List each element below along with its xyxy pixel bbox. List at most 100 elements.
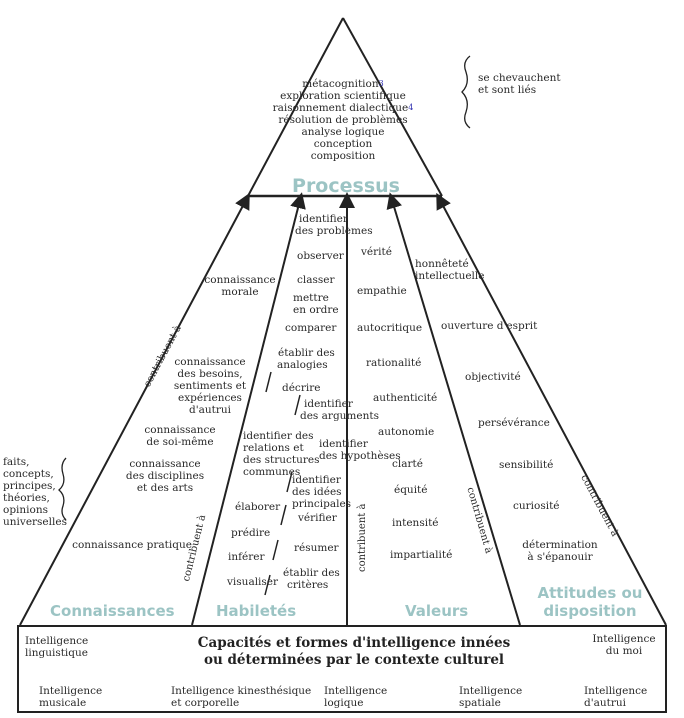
arrow-connaissances (19, 192, 250, 626)
attitude-item: à s'épanouir (527, 551, 593, 563)
skill-item: établir des (278, 347, 335, 359)
knowledge-item: connaissance (174, 356, 246, 368)
skill-item: identifier (304, 398, 353, 410)
side-list-item: universelles (3, 516, 67, 528)
bottom-title: Capacités et formes d'intelligence innée… (197, 635, 511, 668)
skill-item: observer (297, 250, 344, 262)
knowledge-item: sentiments et (173, 380, 247, 392)
brace-top (461, 55, 471, 129)
value-item: impartialité (390, 549, 453, 561)
skill-item: des structures (243, 454, 320, 466)
dash-mark (264, 574, 271, 596)
knowledge-item: expériences (178, 392, 242, 404)
arrow-right-edge (436, 192, 667, 626)
intelligence-label: linguistique (25, 647, 88, 659)
skill-item: des problèmes (295, 225, 373, 237)
intelligence-label: musicale (39, 697, 87, 709)
value-item: empathie (357, 285, 407, 297)
skill-item: décrire (282, 382, 321, 394)
attitude-item: intellectuelle (415, 270, 485, 282)
intelligence-label: et corporelle (171, 697, 240, 709)
side-note: se chevauchent (478, 72, 561, 84)
top-item: analyse logique (301, 126, 385, 138)
top-item: composition (310, 150, 376, 162)
dash-mark (272, 539, 279, 561)
side-list-item: faits, (3, 456, 30, 468)
skill-item: inférer (228, 551, 265, 563)
knowledge-item: morale (221, 286, 259, 298)
skill-item: établir des (283, 567, 340, 579)
knowledge-item: connaissance (129, 458, 201, 470)
skill-item: des arguments (300, 410, 379, 422)
attitude-item: honnêteté (415, 258, 469, 270)
skill-item: communes (243, 466, 301, 478)
skill-item: des idées (292, 486, 342, 498)
knowledge-item: connaissance (144, 424, 216, 436)
knowledge-item: des disciplines (125, 470, 205, 482)
intelligence-label: Intelligence (25, 635, 89, 647)
dash-mark (286, 471, 293, 493)
intelligence-label: Intelligence (459, 685, 523, 697)
skill-item: identifier des (243, 430, 314, 442)
dash-mark (265, 371, 272, 393)
value-item: intensité (392, 517, 439, 529)
attitude-item: curiosité (513, 500, 560, 512)
top-item: résolution de problèmes (278, 114, 408, 126)
intelligence-label: Intelligence (39, 685, 103, 697)
skill-item: identifier (299, 213, 348, 225)
arrow-habiletes (191, 192, 306, 626)
top-item: conception (313, 138, 373, 150)
superscript: 4 (408, 103, 414, 112)
attitudes-header: Attitudes ou (537, 584, 643, 602)
processus-title: Processus (292, 175, 400, 197)
value-item: authenticité (373, 392, 438, 404)
attitudes-header: disposition (543, 602, 637, 620)
intelligence-label: Intelligence (592, 633, 656, 645)
attitude-item: objectivité (465, 371, 521, 383)
skill-item: mettre (293, 292, 329, 304)
superscript: 3 (378, 79, 384, 88)
skill-item: résumer (294, 542, 339, 554)
contribuent-label: contribuent à (357, 503, 368, 572)
skill-item: vérifier (298, 512, 337, 524)
attitude-item: sensibilité (499, 459, 554, 471)
skill-item: identifier (292, 474, 341, 486)
intelligence-label: Intelligence (584, 685, 648, 697)
value-item: autonomie (378, 426, 435, 438)
dash-mark (280, 504, 287, 526)
value-item: clarté (392, 458, 423, 470)
top-item: métacognition3 (302, 78, 384, 90)
side-list-item: théories, (3, 492, 50, 504)
value-item: autocritique (357, 322, 423, 334)
knowledge-item: de soi-même (146, 436, 214, 448)
value-item: rationalité (366, 357, 422, 369)
triangle-left-edge (247, 17, 344, 197)
skill-item: des hypothèses (319, 450, 401, 462)
top-item: raisonnement dialectique4 (272, 102, 414, 114)
knowledge-item: connaissance pratique (72, 539, 192, 551)
side-list-item: principes, (3, 480, 56, 492)
skill-item: élaborer (235, 501, 281, 513)
top-item: exploration scientifique (280, 90, 406, 102)
arrow-attitudes (386, 192, 521, 626)
skill-item: visualiser (227, 576, 279, 588)
value-item: équité (394, 484, 428, 496)
side-list-item: opinions (3, 504, 48, 516)
intelligence-label: du moi (605, 645, 643, 657)
skill-item: relations et (243, 442, 304, 454)
skill-item: critères (287, 579, 329, 591)
value-item: vérité (361, 246, 392, 258)
intelligence-label: spatiale (459, 697, 501, 709)
connaissances-header: Connaissances (50, 602, 175, 620)
intelligence-label: d'autrui (584, 697, 626, 709)
skill-item: prédire (231, 527, 271, 539)
triangle-right-edge (342, 17, 443, 197)
side-list-item: concepts, (3, 468, 54, 480)
dash-mark (294, 394, 301, 416)
skill-item: classer (297, 274, 335, 286)
skill-item: identifier (319, 438, 368, 450)
attitude-item: détermination (522, 539, 598, 551)
valeurs-header: Valeurs (405, 602, 469, 620)
side-note: et sont liés (478, 84, 537, 96)
